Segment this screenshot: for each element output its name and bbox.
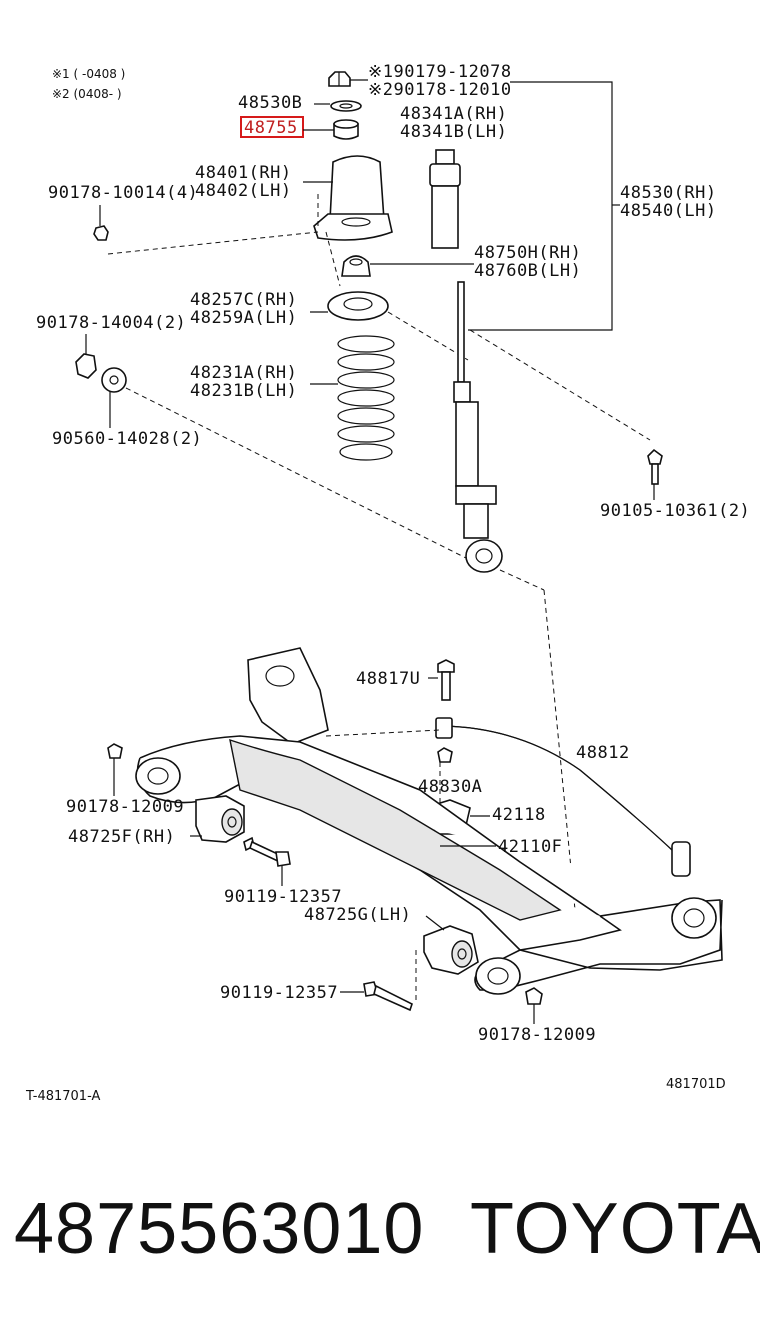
bushing-48725f-part[interactable]	[195, 795, 245, 843]
label-90178-12009-left[interactable]: 90178-12009	[66, 797, 184, 817]
note-1: ※1 ( -0408 )	[52, 67, 125, 81]
nut-90178-12009-left-part[interactable]	[107, 743, 123, 759]
label-90179-12078[interactable]: ※190179-12078	[368, 62, 512, 82]
label-42110f[interactable]: 42110F	[498, 837, 562, 857]
label-48341a[interactable]: 48341A(RH)	[400, 104, 507, 124]
nut-48830a-part[interactable]	[437, 747, 453, 763]
bolt-90105-part[interactable]	[647, 448, 663, 485]
axle-beam-part[interactable]	[135, 647, 723, 995]
label-48401[interactable]: 48401(RH)	[195, 163, 292, 183]
label-90178-12009-right[interactable]: 90178-12009	[478, 1025, 596, 1045]
label-48402[interactable]: 48402(LH)	[195, 181, 292, 201]
bushing-48755-part[interactable]	[333, 119, 359, 140]
label-90178-10014[interactable]: 90178-10014(4)	[48, 183, 198, 203]
bump-stopper-part[interactable]	[429, 149, 461, 249]
label-48259a[interactable]: 48259A(LH)	[190, 308, 297, 328]
label-48231b[interactable]: 48231B(LH)	[190, 381, 297, 401]
highlight-box	[240, 116, 304, 138]
label-48755-highlighted[interactable]: 48755	[244, 118, 298, 138]
label-48341b[interactable]: 48341B(LH)	[400, 122, 507, 142]
label-90178-12010[interactable]: ※290178-12010	[368, 80, 512, 100]
nut-part[interactable]	[328, 71, 351, 87]
bolt-90178-10014-part[interactable]	[93, 225, 109, 241]
bolt-48817u-part[interactable]	[437, 659, 455, 701]
upper-support-part[interactable]	[313, 155, 393, 241]
brand-name: TOYOTA	[470, 1189, 760, 1269]
shock-absorber-part[interactable]	[453, 281, 503, 573]
label-90119-12357-lower[interactable]: 90119-12357	[220, 983, 338, 1003]
label-90105-10361[interactable]: 90105-10361(2)	[600, 501, 750, 521]
bolt-90119-lower-part[interactable]	[363, 981, 413, 1012]
nut-90178-12009-right-part[interactable]	[525, 987, 543, 1005]
washer-90560-part[interactable]	[101, 367, 127, 393]
coil-spring-part[interactable]	[337, 335, 395, 461]
bolt-90119-upper-part[interactable]	[243, 836, 291, 867]
label-90119-12357-upper[interactable]: 90119-12357	[224, 887, 342, 907]
label-48760b[interactable]: 48760B(LH)	[474, 261, 581, 281]
label-48530[interactable]: 48530(RH)	[620, 183, 717, 203]
label-48540[interactable]: 48540(LH)	[620, 201, 717, 221]
label-48530b[interactable]: 48530B	[238, 93, 302, 113]
note-2: ※2 (0408- )	[52, 87, 122, 101]
part-number: 4875563010	[14, 1189, 425, 1269]
label-90178-14004[interactable]: 90178-14004(2)	[36, 313, 186, 333]
parts-diagram: ※1 ( -0408 ) ※2 (0408- ) ※190179-12078 ※…	[25, 62, 750, 1104]
stabilizer-bar-part[interactable]	[435, 717, 691, 877]
diagram-code-left: T-481701-A	[25, 1089, 100, 1104]
label-48812[interactable]: 48812	[576, 743, 630, 763]
label-48725g[interactable]: 48725G(LH)	[304, 905, 411, 925]
label-90560-14028[interactable]: 90560-14028(2)	[52, 429, 202, 449]
label-48725f[interactable]: 48725F(RH)	[68, 827, 175, 847]
label-42118[interactable]: 42118	[492, 805, 546, 825]
spring-seat-part[interactable]	[327, 291, 389, 321]
insulator-part[interactable]	[341, 255, 371, 277]
label-48257c[interactable]: 48257C(RH)	[190, 290, 297, 310]
label-48750h[interactable]: 48750H(RH)	[474, 243, 581, 263]
diagram-code-right: 481701D	[666, 1077, 726, 1092]
label-48830a[interactable]: 48830A	[418, 777, 482, 797]
label-48817u[interactable]: 48817U	[356, 669, 420, 689]
bushing-48725g-part[interactable]	[423, 925, 479, 975]
nut-90178-14004-part[interactable]	[75, 353, 97, 379]
washer-part[interactable]	[330, 100, 362, 112]
label-48231a[interactable]: 48231A(RH)	[190, 363, 297, 383]
